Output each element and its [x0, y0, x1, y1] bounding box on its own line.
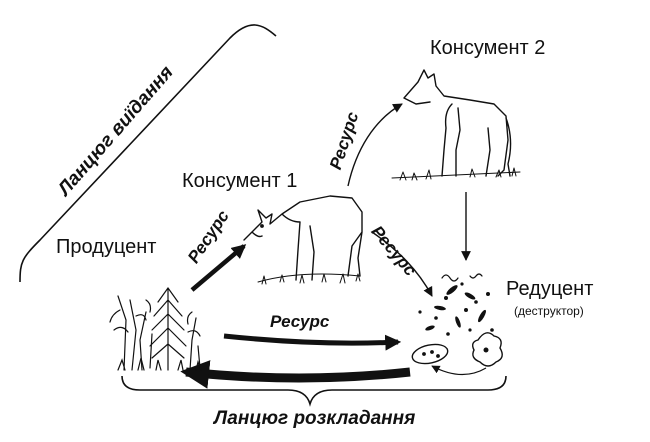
producer-to-reducer-arrow: [224, 336, 398, 343]
producer-label: Продуцент: [56, 236, 156, 259]
decomposition-chain-label: Ланцюг розкладання: [214, 408, 415, 430]
reducer-to-producer-arrow: [186, 372, 410, 378]
deer-icon: [244, 196, 362, 284]
wolf-icon: [392, 70, 520, 180]
plants-icon: [110, 288, 201, 370]
microorganisms-icon: [411, 274, 503, 367]
reducer-cycle-arrow: [432, 366, 486, 375]
reducer-label: Редуцент: [506, 278, 593, 301]
consumer1-label: Консумент 1: [182, 170, 297, 193]
consumer2-label: Консумент 2: [430, 37, 545, 60]
destructor-label: (деструктор): [514, 304, 584, 318]
resource-label-producer-reducer: Ресурс: [270, 312, 329, 332]
